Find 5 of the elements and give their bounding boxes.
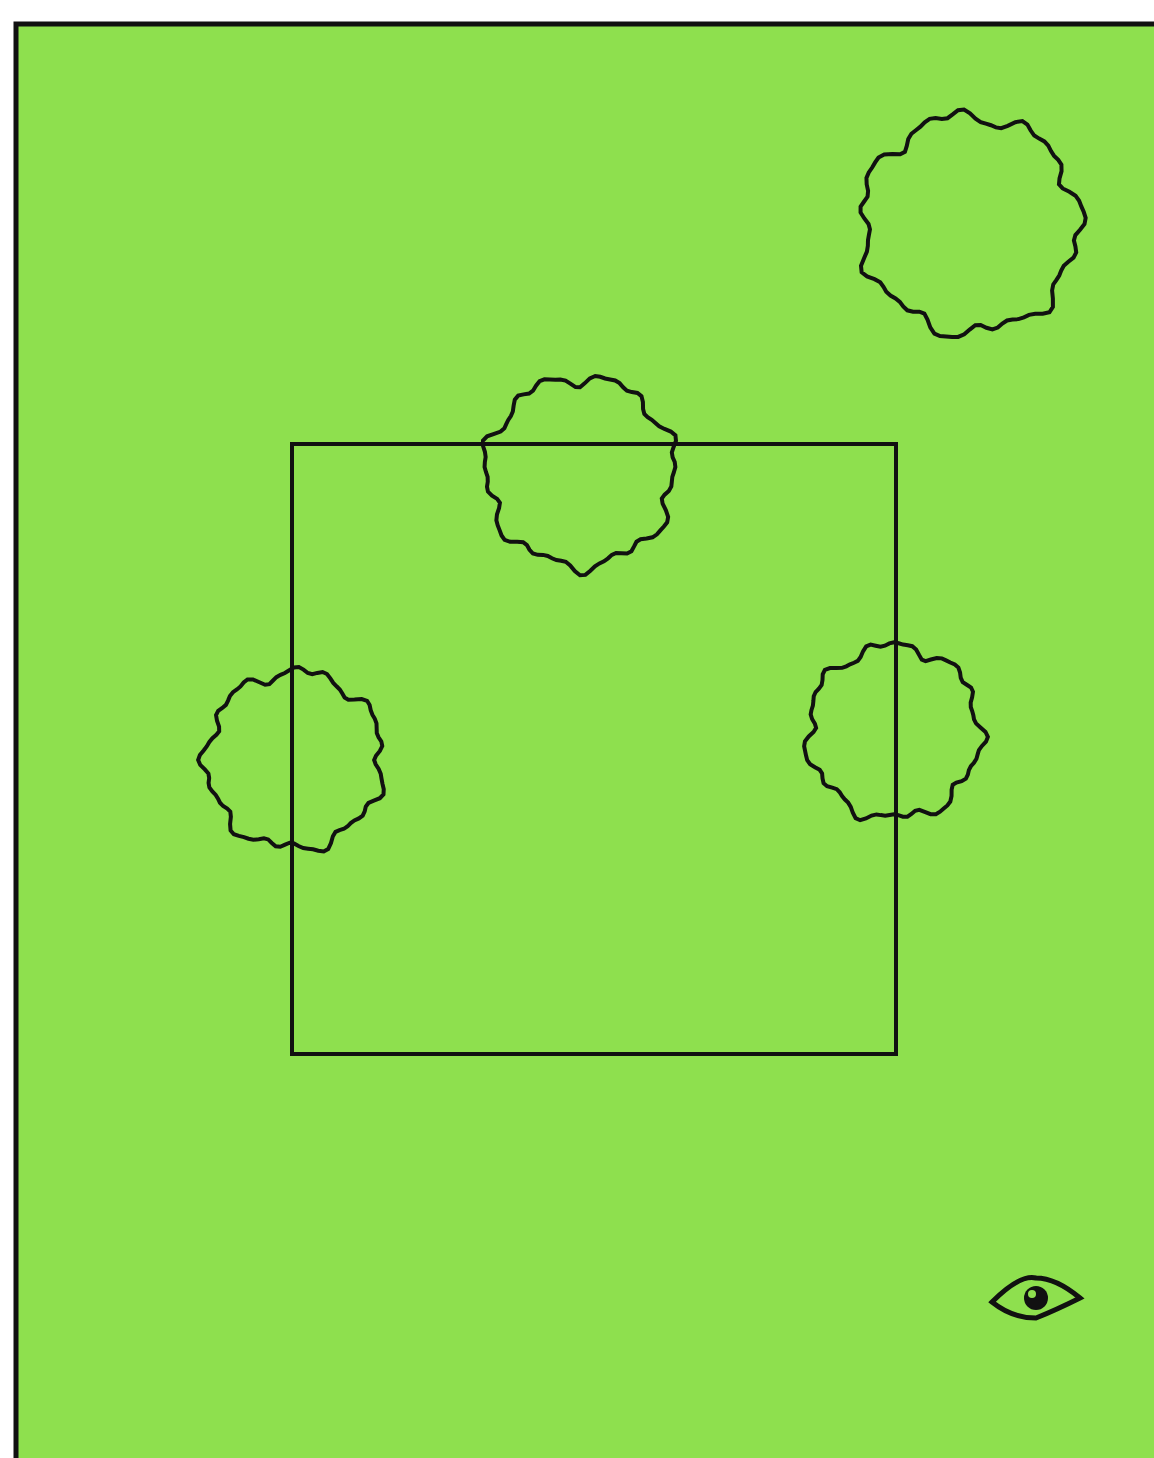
square-outline <box>290 442 898 1056</box>
blob-outline <box>196 664 386 854</box>
blob-outline <box>858 107 1088 339</box>
blob-outline <box>481 373 679 578</box>
blob-outline <box>802 640 991 823</box>
